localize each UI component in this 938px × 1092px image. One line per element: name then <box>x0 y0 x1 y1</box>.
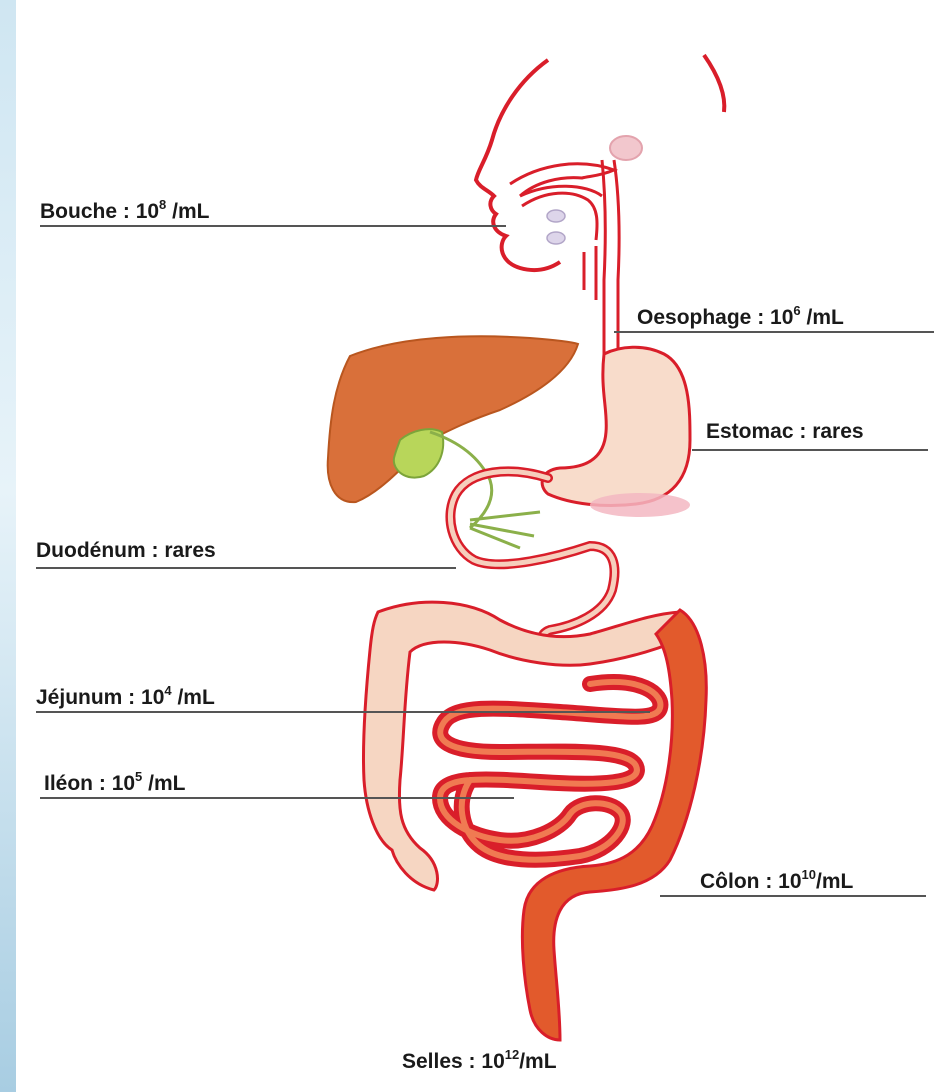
salivary-gland <box>610 136 642 160</box>
label-jejunum: Jéjunum : 104 /mL <box>36 684 215 708</box>
label-oesophage-exp: 6 <box>793 303 800 318</box>
label-jejunum-unit: /mL <box>177 686 214 709</box>
small-intestine <box>440 682 660 860</box>
label-jejunum-base: 10 <box>141 686 164 709</box>
label-oesophage-base: 10 <box>770 306 793 329</box>
label-bouche-name: Bouche : <box>40 200 130 223</box>
label-ileon-base: 10 <box>112 772 135 795</box>
label-ileon: Iléon : 105 /mL <box>44 770 185 794</box>
label-oesophage-name: Oesophage : <box>637 306 764 329</box>
bile-duct <box>430 432 540 548</box>
label-duodenum-name: Duodénum : rares <box>36 539 216 562</box>
nasal-cavity <box>510 164 614 196</box>
pharynx <box>584 246 596 300</box>
salivary-gland <box>547 210 565 222</box>
label-selles: Selles : 1012/mL <box>402 1048 557 1072</box>
label-selles-exp: 12 <box>505 1047 519 1062</box>
label-ileon-name: Iléon : <box>44 772 106 795</box>
label-jejunum-exp: 4 <box>164 683 171 698</box>
label-selles-base: 10 <box>481 1050 504 1073</box>
oesophagus <box>602 160 619 354</box>
salivary-gland <box>547 232 565 244</box>
label-estomac-name: Estomac : rares <box>706 420 864 443</box>
label-ileon-exp: 5 <box>135 769 142 784</box>
pancreas <box>590 493 690 517</box>
label-colon-base: 10 <box>778 870 801 893</box>
label-bouche-exp: 8 <box>159 197 166 212</box>
stomach <box>542 347 690 505</box>
label-oesophage: Oesophage : 106 /mL <box>637 304 844 328</box>
label-bouche: Bouche : 108 /mL <box>40 198 209 222</box>
label-jejunum-name: Jéjunum : <box>36 686 135 709</box>
label-colon-name: Côlon : <box>700 870 772 893</box>
label-bouche-base: 10 <box>136 200 159 223</box>
label-selles-unit: /mL <box>519 1050 556 1073</box>
head-back-outline <box>704 55 724 112</box>
label-oesophage-unit: /mL <box>806 306 843 329</box>
label-selles-name: Selles : <box>402 1050 476 1073</box>
label-bouche-unit: /mL <box>172 200 209 223</box>
label-ileon-unit: /mL <box>148 772 185 795</box>
label-duodenum: Duodénum : rares <box>36 540 216 561</box>
label-colon-unit: /mL <box>816 870 853 893</box>
label-estomac: Estomac : rares <box>706 421 864 442</box>
label-colon-exp: 10 <box>802 867 816 882</box>
label-colon: Côlon : 1010/mL <box>700 868 853 892</box>
